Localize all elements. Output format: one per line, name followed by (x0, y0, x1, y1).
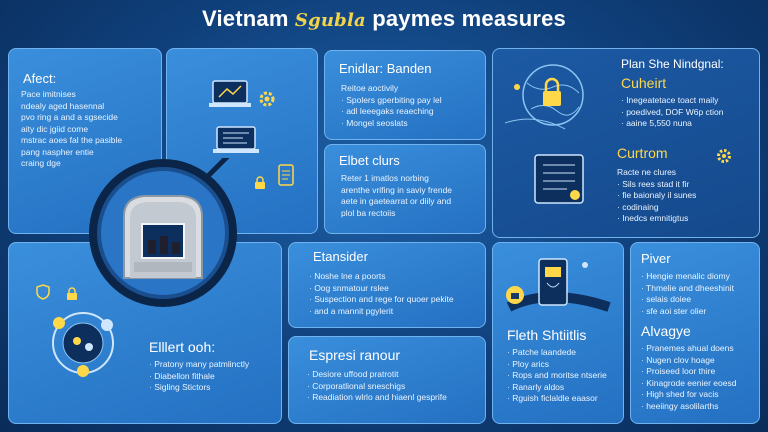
enablers-heading: Enidlar: Banden (339, 61, 432, 76)
extension-line: · Noshe lne a poorts (309, 271, 386, 281)
enablers-panel: Enidlar: Banden Reitoe aoctivily · Spole… (324, 50, 486, 140)
plan-custom-line: · Sils rees stad it fir (617, 178, 690, 189)
plan-heading: Plan She Nindgnal: (621, 57, 724, 71)
piver-line: · sfe aoi ster olier (641, 305, 707, 316)
affect-line: mstrac aoes fal the pasible (21, 135, 123, 145)
piver-line: · Hengie menalic diomy (641, 271, 730, 281)
extension-line: · Oog snmatour rslee (309, 282, 389, 293)
espresi-line: · Corporatlional sneschigs (307, 380, 406, 391)
enablers-line: · Spolers gperbiting pay lel (341, 94, 442, 105)
effect-panel: Elbet clurs Reter 1 imatlos norbing aren… (324, 144, 486, 234)
affect-line: Pace imitnises (21, 89, 76, 99)
piver-heading: Piver (641, 251, 671, 266)
gear-icon (259, 91, 275, 107)
effect-line: aete in gaetearrat or diily and (341, 196, 452, 206)
plan-current-line: · poedived, DOF W6p ction (621, 106, 724, 117)
piver-sub-line: · Pranemes ahual doens (641, 343, 734, 353)
effect-line: arenthe vrifing in saviy frende (341, 184, 453, 195)
fleth-heading: Fleth Shtiitlis (507, 327, 587, 343)
checklist-icon (534, 154, 584, 204)
effect-line: Reter 1 imatlos norbing (341, 173, 429, 183)
shield-icon (36, 284, 50, 300)
enablers-text: Reitoe aoctivily · Spolers gperbiting pa… (341, 83, 483, 129)
plan-current-line: · aaine 5,550 nuna (621, 118, 692, 128)
plan-current-heading: Cuheirt (621, 75, 667, 91)
affect-heading: Afect: (23, 71, 57, 86)
enablers-line: · adl leeegaks reaeching (341, 106, 434, 116)
plan-panel: Plan She Nindgnal: Cuheirt · Inegeatetac… (492, 48, 760, 238)
extension-panel: Etansider · Noshe lne a poorts · Oog snm… (288, 242, 486, 328)
effect-line: plol ba rectoiis (341, 207, 396, 218)
espresi-line: · Readiation wlrlo and hiaenl gesprife (307, 392, 447, 402)
affect-line: pvo ring a and a sgsecide (21, 112, 118, 122)
effect-ooh-line: · Diabellon fithale (149, 370, 215, 381)
extension-text: · Noshe lne a poorts · Oog snmatour rsle… (309, 271, 485, 317)
affect-line: ndealy aged hasennal (21, 100, 105, 111)
page-title: Vietnam Sgubla paymes measures (0, 6, 768, 32)
plan-custom-line: · Inedcs emnitigtus (617, 213, 689, 223)
effect-ooh-text: · Pratony many patmlinctly · Diabellon f… (149, 359, 279, 394)
fleth-text: · Patche laandede · Ploy arics · Rops an… (507, 347, 623, 405)
piver-sub-line: · Kinagrode eenier eoesd (641, 377, 737, 388)
fleth-line: · Patche laandede (507, 347, 576, 357)
affect-text: Pace imitnises ndealy aged hasennal pvo … (21, 89, 157, 170)
enablers-line: Reitoe aoctivily (341, 83, 399, 93)
affect-line: craing dge (21, 158, 61, 168)
plan-current-text: · Inegeatetace toact maily · poedived, D… (621, 95, 759, 130)
lock-icon (255, 176, 265, 189)
plan-custom-line: Racte ne clures (617, 167, 677, 177)
piver-sub-line: · Nugen clov hoage (641, 354, 715, 365)
plan-custom-text: Racte ne clures · Sils rees stad it fir … (617, 167, 757, 225)
extension-line: · and a mannit pgylerit (309, 305, 394, 316)
piver-text: · Hengie menalic diomy · Thmelie and dhe… (641, 271, 759, 317)
effect-heading: Elbet clurs (339, 153, 400, 168)
piver-line: · Thmelie and dheeshinit (641, 282, 734, 293)
cycle-diagram-icon (52, 312, 114, 377)
phone-lock-icon (506, 258, 611, 312)
padlock-icon (67, 287, 77, 300)
affect-line: pang naspher entie (21, 146, 94, 157)
piver-sub-line: · heeiingy asolilarths (641, 400, 719, 411)
document-icon (278, 164, 294, 186)
plan-custom-heading: Curtrom (617, 145, 668, 161)
extension-line: · Suspection and rege for quoer pekite (309, 294, 454, 304)
settings-gear-icon (717, 149, 731, 163)
enablers-line: · Mongel seoslats (341, 117, 408, 128)
espresi-heading: Espresi ranour (309, 347, 401, 363)
piver-sub-line: · Proiseed loor thire (641, 366, 716, 376)
espresi-line: · Desiore uffood pratrotit (307, 369, 399, 379)
globe-lock-icon (504, 64, 584, 130)
affect-panel: Afect: Pace imitnises ndealy aged hasenn… (8, 48, 162, 234)
title-part-3: paymes measures (372, 6, 566, 31)
fleth-line: · Rguish ficlaldle eaasor (507, 393, 598, 403)
piver-panel: Piver · Hengie menalic diomy · Thmelie a… (630, 242, 760, 424)
piver-sub-heading: Alvagye (641, 323, 691, 339)
effect-ooh-heading: Elllert ooh: (149, 339, 216, 355)
fleth-panel: Fleth Shtiitlis · Patche laandede · Ploy… (492, 242, 624, 424)
affect-line: aity dic jgiid come (21, 123, 89, 134)
piver-sub-text: · Pranemes ahual doens · Nugen clov hoag… (641, 343, 759, 412)
plan-custom-line: · codinaing (617, 201, 659, 212)
fleth-line: · Ploy arics (507, 358, 550, 369)
espresi-text: · Desiore uffood pratrotit · Corporatlio… (307, 369, 485, 404)
fleth-line: · Ranarly aldos (507, 381, 565, 392)
technology-panel (166, 48, 318, 234)
piver-sub-line: · High shed for vacis (641, 389, 719, 399)
title-part-2: Sgubla (294, 10, 366, 31)
effect-ooh-line: · Sigling Stictors (149, 382, 211, 392)
central-bank-icon (89, 158, 237, 307)
effect-ooh-line: · Pratony many patmlinctly (149, 359, 250, 369)
plan-custom-line: · fie baionaly il sunes (617, 190, 697, 200)
laptop-icon (209, 80, 259, 153)
extension-heading: Etansider (313, 249, 368, 264)
piver-line: · selais doiee (641, 294, 692, 304)
espresi-panel: Espresi ranour · Desiore uffood pratroti… (288, 336, 486, 424)
effect-text: Reter 1 imatlos norbing arenthe vrifing … (341, 173, 483, 219)
fleth-line: · Rops and moritse ntserie (507, 370, 607, 380)
plan-current-line: · Inegeatetace toact maily (621, 95, 719, 105)
title-part-1: Vietnam (202, 6, 289, 31)
